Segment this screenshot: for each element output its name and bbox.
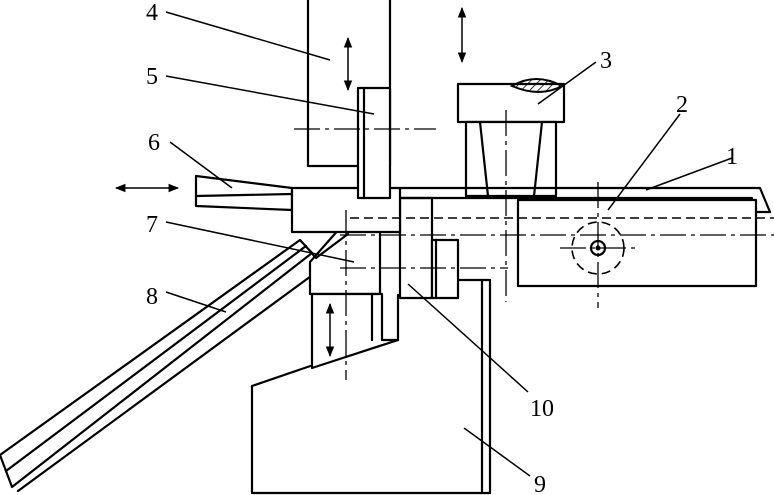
part-8-inclined-chute [0, 238, 324, 493]
motion-arrows [114, 6, 467, 358]
part-5-clamp-plate [356, 86, 392, 200]
callout-4: 4 [146, 0, 158, 26]
part-3-cutter-head [456, 78, 566, 198]
hidden-lines [350, 217, 774, 290]
callout-1: 1 [726, 144, 738, 170]
center-lines [294, 110, 774, 380]
callout-6: 6 [148, 130, 160, 156]
part-10-support-block [398, 196, 460, 300]
callout-5: 5 [146, 64, 158, 90]
callout-9: 9 [534, 472, 546, 495]
leader-lines [165, 11, 733, 477]
part-2-feed-housing [516, 198, 758, 288]
callout-labels: 1 2 3 4 5 6 7 8 9 10 [146, 0, 738, 495]
callout-3: 3 [600, 48, 612, 74]
callout-8: 8 [146, 284, 158, 310]
callout-10: 10 [530, 396, 554, 422]
callout-7: 7 [146, 212, 158, 238]
callout-2: 2 [676, 92, 688, 118]
